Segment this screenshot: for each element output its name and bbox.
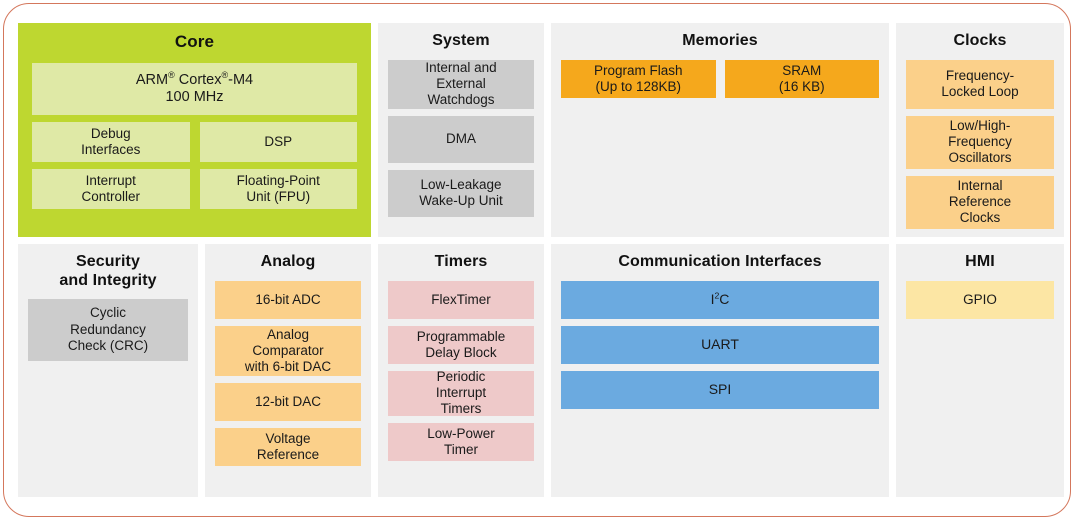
group-core-title: Core bbox=[174, 32, 215, 51]
group-memories-blocks: Program Flash(Up to 128KB) SRAM(16 KB) bbox=[561, 59, 879, 98]
block-dma[interactable]: DMA bbox=[388, 115, 534, 163]
block-12-bit-dac[interactable]: 12-bit DAC bbox=[215, 382, 361, 421]
block-spi-label: SPI bbox=[708, 381, 732, 398]
block-dsp[interactable]: DSP bbox=[199, 122, 357, 163]
group-hmi-blocks: GPIO bbox=[906, 280, 1054, 319]
block-uart-label: UART bbox=[701, 336, 739, 353]
block-spi[interactable]: SPI bbox=[561, 370, 879, 409]
block-16-bit-adc[interactable]: 16-bit ADC bbox=[215, 280, 361, 319]
block-sram[interactable]: SRAM(16 KB) bbox=[724, 59, 879, 98]
block-sram-label: SRAM(16 KB) bbox=[778, 62, 825, 94]
block-i2c[interactable]: I2C bbox=[561, 280, 879, 319]
block-16-bit-adc-label: 16-bit ADC bbox=[255, 291, 321, 307]
group-clocks-title: Clocks bbox=[953, 32, 1007, 49]
block-dsp-label: DSP bbox=[264, 133, 293, 149]
block-program-flash[interactable]: Program Flash(Up to 128KB) bbox=[561, 59, 716, 98]
block-gpio-label: GPIO bbox=[963, 291, 997, 307]
group-analog-title: Analog bbox=[260, 253, 316, 270]
block-flextimer[interactable]: FlexTimer bbox=[388, 280, 534, 319]
block-frequency-locked-loop[interactable]: Frequency-Locked Loop bbox=[906, 59, 1054, 109]
group-communication-blocks: I2C UART SPI bbox=[561, 280, 879, 409]
block-flextimer-label: FlexTimer bbox=[431, 291, 491, 307]
block-12-bit-dac-label: 12-bit DAC bbox=[254, 393, 322, 409]
block-gpio[interactable]: GPIO bbox=[906, 280, 1054, 319]
block-frequency-locked-loop-label: Frequency-Locked Loop bbox=[941, 68, 1019, 100]
block-program-flash-label: Program Flash(Up to 128KB) bbox=[593, 62, 683, 94]
group-timers-title: Timers bbox=[434, 253, 488, 270]
group-clocks: Clocks Frequency-Locked Loop Low/High-Fr… bbox=[896, 23, 1064, 237]
group-hmi-title: HMI bbox=[965, 253, 995, 270]
group-system-title: System bbox=[432, 32, 490, 49]
block-i2c-label: I2C bbox=[710, 290, 730, 308]
group-memories: Memories Program Flash(Up to 128KB) SRAM… bbox=[551, 23, 889, 237]
group-communication-interfaces-title: Communication Interfaces bbox=[618, 253, 822, 270]
block-dma-label: DMA bbox=[446, 131, 476, 147]
group-communication-interfaces: Communication Interfaces I2C UART SPI bbox=[551, 244, 889, 497]
group-hmi: HMI GPIO bbox=[896, 244, 1064, 497]
group-memories-title: Memories bbox=[682, 32, 758, 49]
group-clocks-blocks: Frequency-Locked Loop Low/High-Frequency… bbox=[906, 59, 1054, 229]
block-uart[interactable]: UART bbox=[561, 325, 879, 364]
